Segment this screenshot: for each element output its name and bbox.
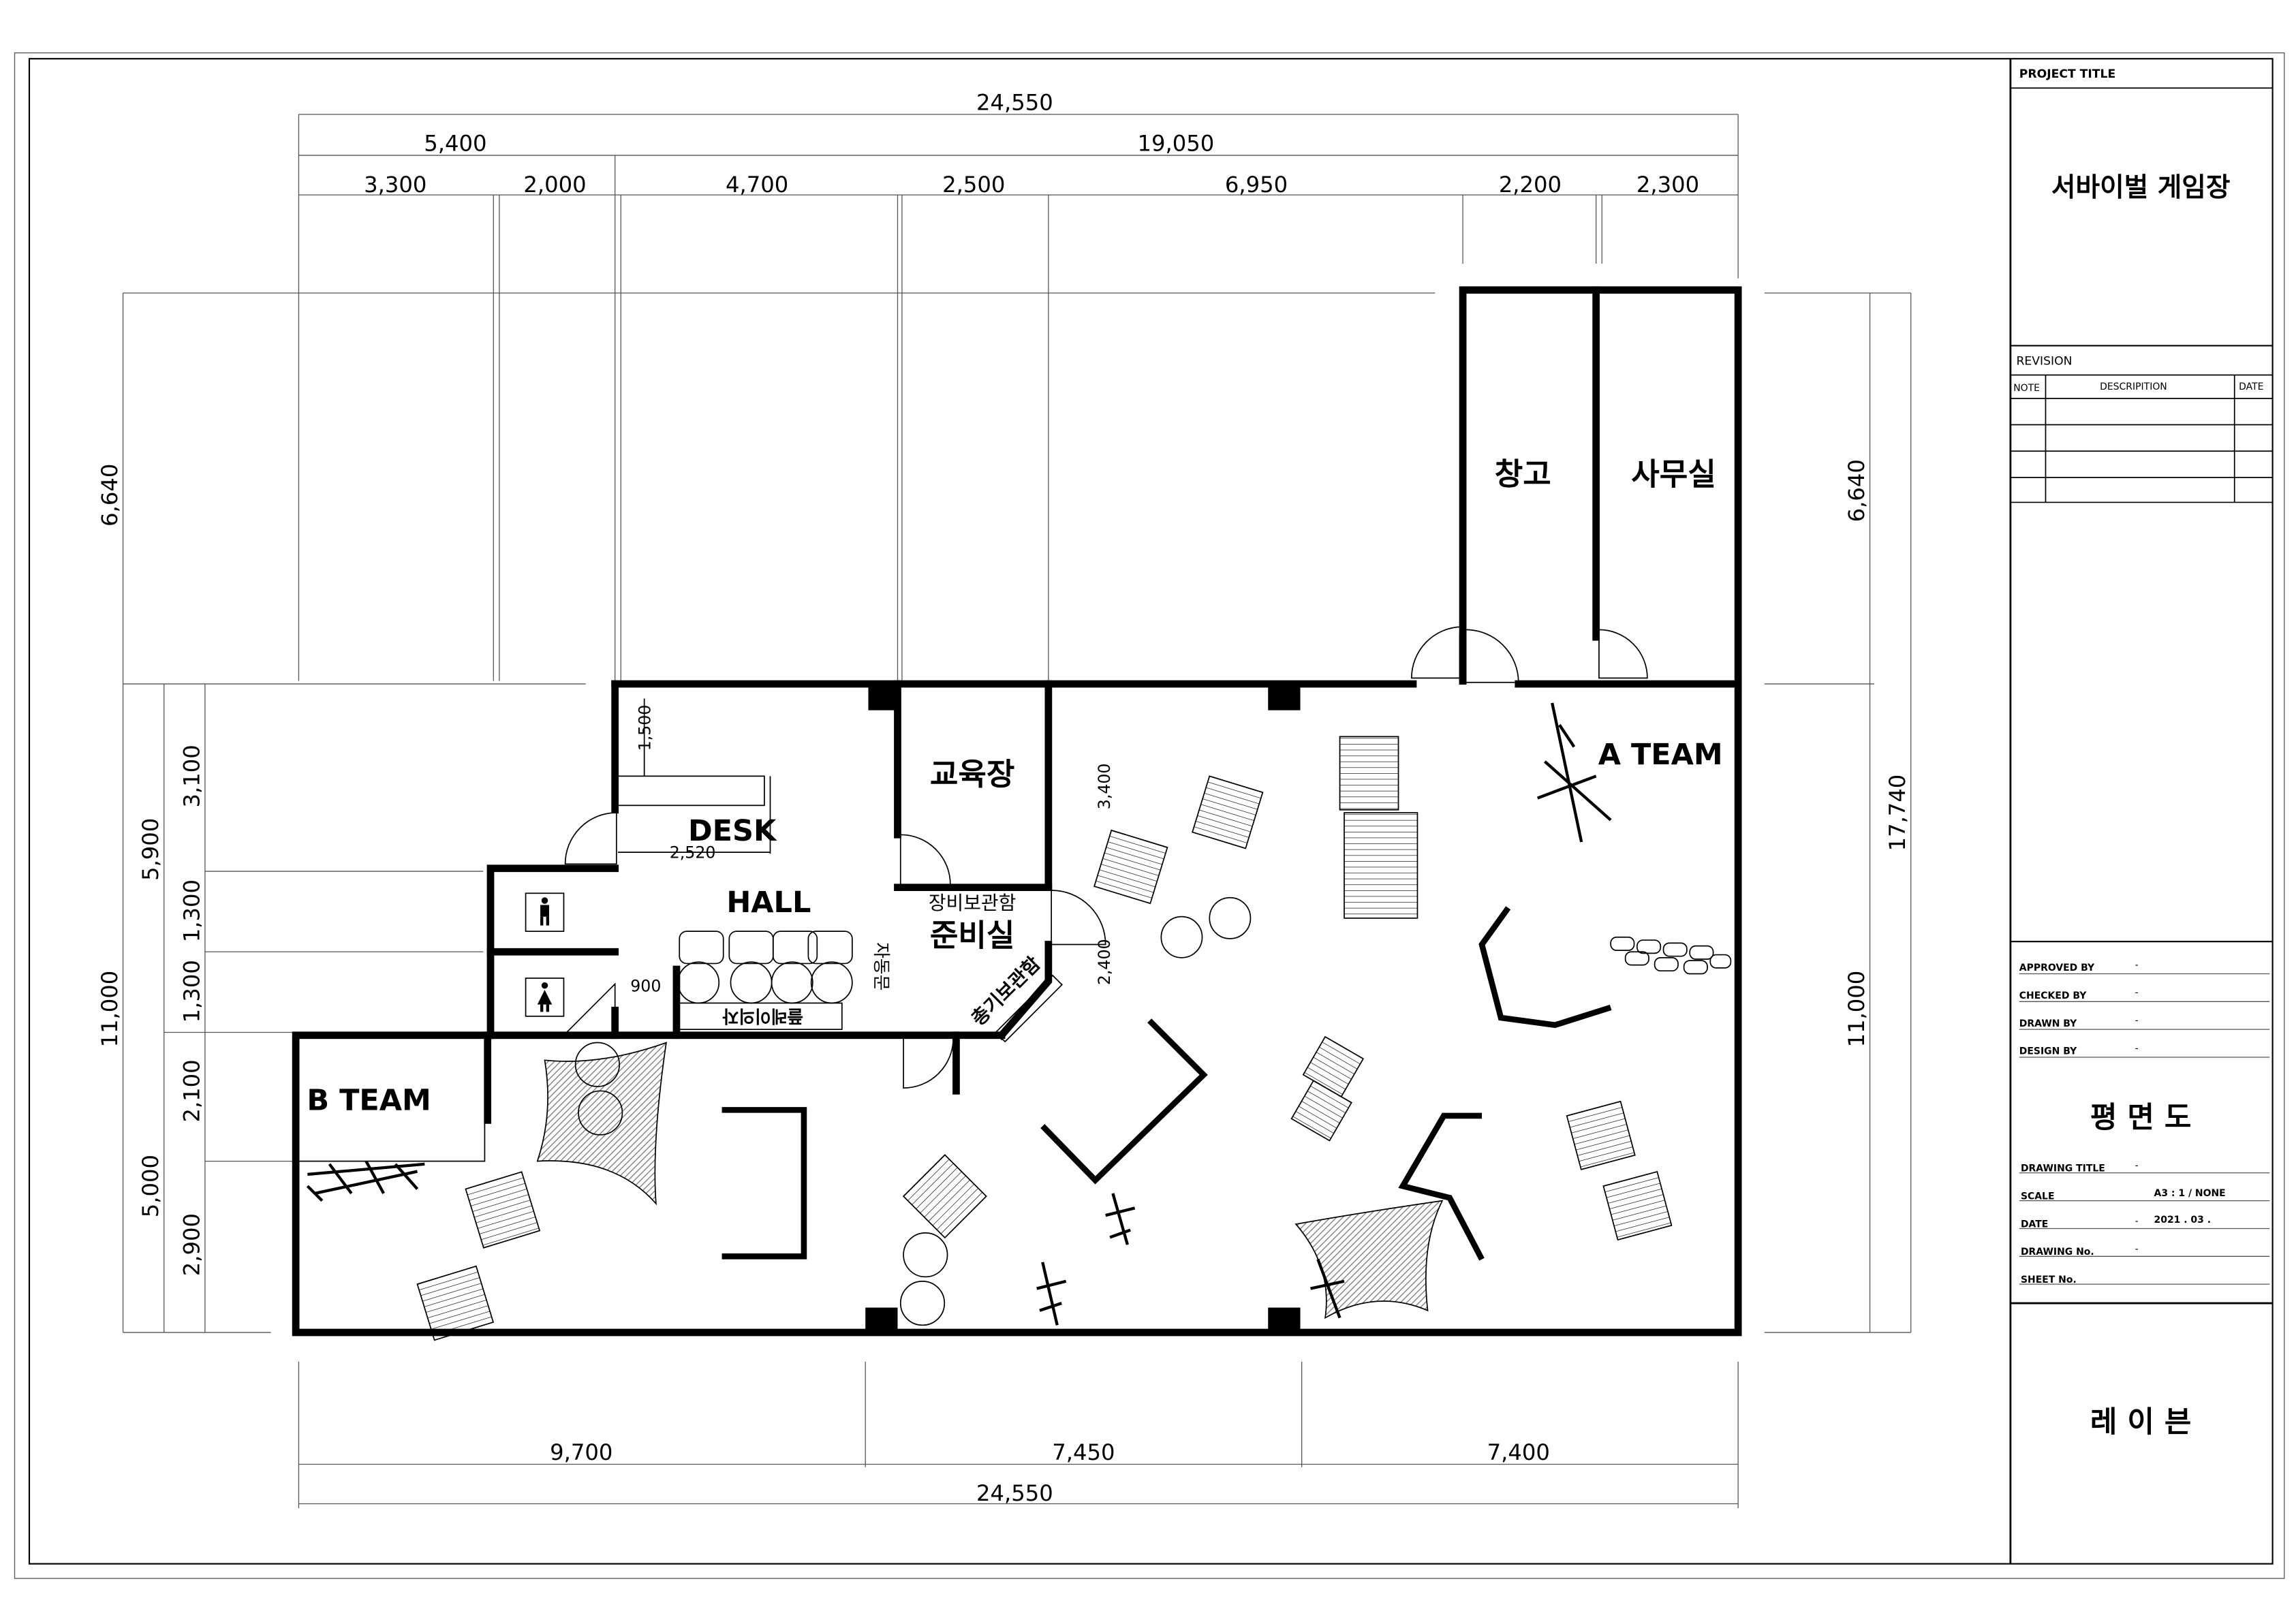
date-label: DATE — [2021, 1219, 2048, 1230]
barbed-wire — [306, 702, 1612, 1326]
project-title: 서바이벌 게임장 — [2051, 172, 2231, 203]
label-auto-door: 자동문 — [871, 942, 891, 990]
wooden-crates — [416, 736, 1673, 1341]
dim-prep-height: 2,400 — [1095, 939, 1114, 985]
label-gun-locker: 총기보관함 — [967, 952, 1044, 1030]
scale-value: A3 : 1 / NONE — [2154, 1188, 2226, 1199]
revision-table-grid — [2010, 375, 2273, 503]
dim-left-mid: 5,000 — [138, 1155, 164, 1217]
dim-left-inner: 1,300 — [179, 879, 204, 942]
toilet-icons — [525, 892, 565, 1017]
door-prep — [1051, 890, 1106, 946]
dim-top-detail: 4,700 — [726, 172, 788, 198]
camouflage-nets — [536, 1042, 1444, 1320]
design-by-label: DESIGN BY — [2019, 1046, 2077, 1057]
date-dash: - — [2135, 1216, 2139, 1227]
drawing-name: 평 면 도 — [2090, 1101, 2192, 1135]
dim-left-outer: 6,640 — [97, 464, 123, 527]
drawing-no-value: - — [2135, 1244, 2139, 1255]
dim-top-detail: 2,200 — [1499, 172, 1562, 198]
dim-bottom: 7,400 — [1487, 1439, 1550, 1465]
revision-col-description: DESCRIPITION — [2100, 381, 2167, 392]
revision-label: REVISION — [2016, 354, 2072, 368]
dim-top-detail: 2,000 — [523, 172, 586, 198]
drawn-by-value: - — [2135, 1016, 2139, 1027]
drawing-title-value: - — [2135, 1160, 2139, 1171]
dim-left-inner: 3,100 — [179, 745, 204, 807]
sandbags — [1610, 936, 1732, 975]
signoff-fields: APPROVED BY - CHECKED BY - DRAWN BY - DE… — [2019, 960, 2270, 1058]
dimension-labels: 24,550 5,400 19,050 3,300 2,000 4,700 2,… — [97, 89, 1910, 1506]
dim-right: 17,740 — [1884, 775, 1910, 852]
label-equipment-locker: 장비보관함 — [929, 892, 1017, 914]
door-toilet — [563, 982, 616, 1035]
dim-toilet-door: 900 — [630, 976, 661, 995]
dim-top-mid: 5,400 — [424, 131, 486, 157]
columns — [865, 683, 1301, 1333]
approved-by-label: APPROVED BY — [2019, 963, 2095, 973]
door-prep-bottom — [903, 1037, 955, 1089]
dim-right: 11,000 — [1844, 971, 1870, 1048]
drawing-no-label: DRAWING No. — [2021, 1247, 2094, 1258]
dim-bottom-total: 24,550 — [976, 1480, 1053, 1506]
dim-left-inner: 2,900 — [179, 1213, 204, 1276]
checked-by-label: CHECKED BY — [2019, 990, 2087, 1001]
door-storage-left — [1411, 626, 1462, 679]
scale-label: SCALE — [2021, 1191, 2055, 1202]
door-education — [899, 834, 951, 886]
room-label-b-team: B TEAM — [307, 1083, 431, 1117]
room-label-storage: 창고 — [1495, 456, 1551, 493]
room-label-education: 교육장 — [930, 756, 1015, 792]
door-hall-entrance — [564, 812, 617, 865]
barrels — [574, 896, 1252, 1326]
dim-top-detail: 6,950 — [1225, 172, 1288, 198]
sheet-inner-border — [28, 58, 2274, 1565]
label-play-chairs: 플레이의자 — [722, 1005, 803, 1026]
company-name: 레 이 븐 — [2090, 1405, 2192, 1439]
dim-left-mid: 5,900 — [138, 818, 164, 881]
door-office — [1598, 629, 1648, 679]
door-storage-right — [1465, 629, 1519, 683]
female-toilet-icon — [525, 978, 565, 1017]
barricade-walls — [722, 906, 1612, 1261]
date-value: 2021 . 03 . — [2154, 1215, 2212, 1225]
sheet-outer-border — [14, 52, 2285, 1579]
dim-top-detail: 2,300 — [1636, 172, 1699, 198]
checked-by-value: - — [2135, 988, 2139, 999]
revision-col-date: DATE — [2239, 381, 2263, 392]
approved-by-value: - — [2135, 960, 2139, 971]
drawn-by-label: DRAWN BY — [2019, 1018, 2077, 1029]
drawing-title-label: DRAWING TITLE — [2021, 1164, 2105, 1174]
b-team-base — [298, 1037, 486, 1162]
room-label-a-team: A TEAM — [1598, 738, 1723, 772]
reception-desk — [617, 698, 771, 854]
drawing-info-fields: DRAWING TITLE - SCALE A3 : 1 / NONE DATE… — [2019, 1160, 2270, 1285]
room-label-desk: DESK — [688, 814, 777, 848]
doors — [563, 626, 1648, 1089]
room-label-hall: HALL — [726, 886, 811, 920]
revision-col-note: NOTE — [2013, 383, 2040, 394]
male-toilet-icon — [525, 892, 565, 933]
play-chairs — [677, 931, 853, 1031]
dimension-lines — [122, 114, 1912, 1508]
dim-left-inner: 2,100 — [179, 1059, 204, 1122]
dim-right: 6,640 — [1844, 459, 1870, 522]
dim-bottom: 9,700 — [550, 1439, 612, 1465]
room-labels: 창고 사무실 A TEAM B TEAM 교육장 DESK HALL 장비보관함… — [307, 456, 1722, 1118]
project-title-label: PROJECT TITLE — [2019, 67, 2115, 81]
dim-left-inner: 1,300 — [179, 960, 204, 1022]
design-by-value: - — [2135, 1043, 2139, 1054]
title-block: PROJECT TITLE 서바이벌 게임장 REVISION NOTE DES… — [2009, 59, 2273, 1564]
dim-top-detail: 2,500 — [942, 172, 1005, 198]
dim-edu-height: 3,400 — [1095, 764, 1114, 810]
dim-top-mid: 19,050 — [1137, 131, 1214, 157]
dim-bottom: 7,450 — [1052, 1439, 1115, 1465]
room-label-prep: 준비실 — [930, 918, 1015, 954]
room-label-office: 사무실 — [1631, 456, 1716, 493]
dim-top-detail: 3,300 — [364, 172, 426, 198]
dim-left-outer: 11,000 — [97, 971, 123, 1048]
gun-locker — [995, 974, 1063, 1043]
sheet-no-label: SHEET No. — [2021, 1275, 2077, 1285]
dim-top-total: 24,550 — [976, 89, 1053, 115]
